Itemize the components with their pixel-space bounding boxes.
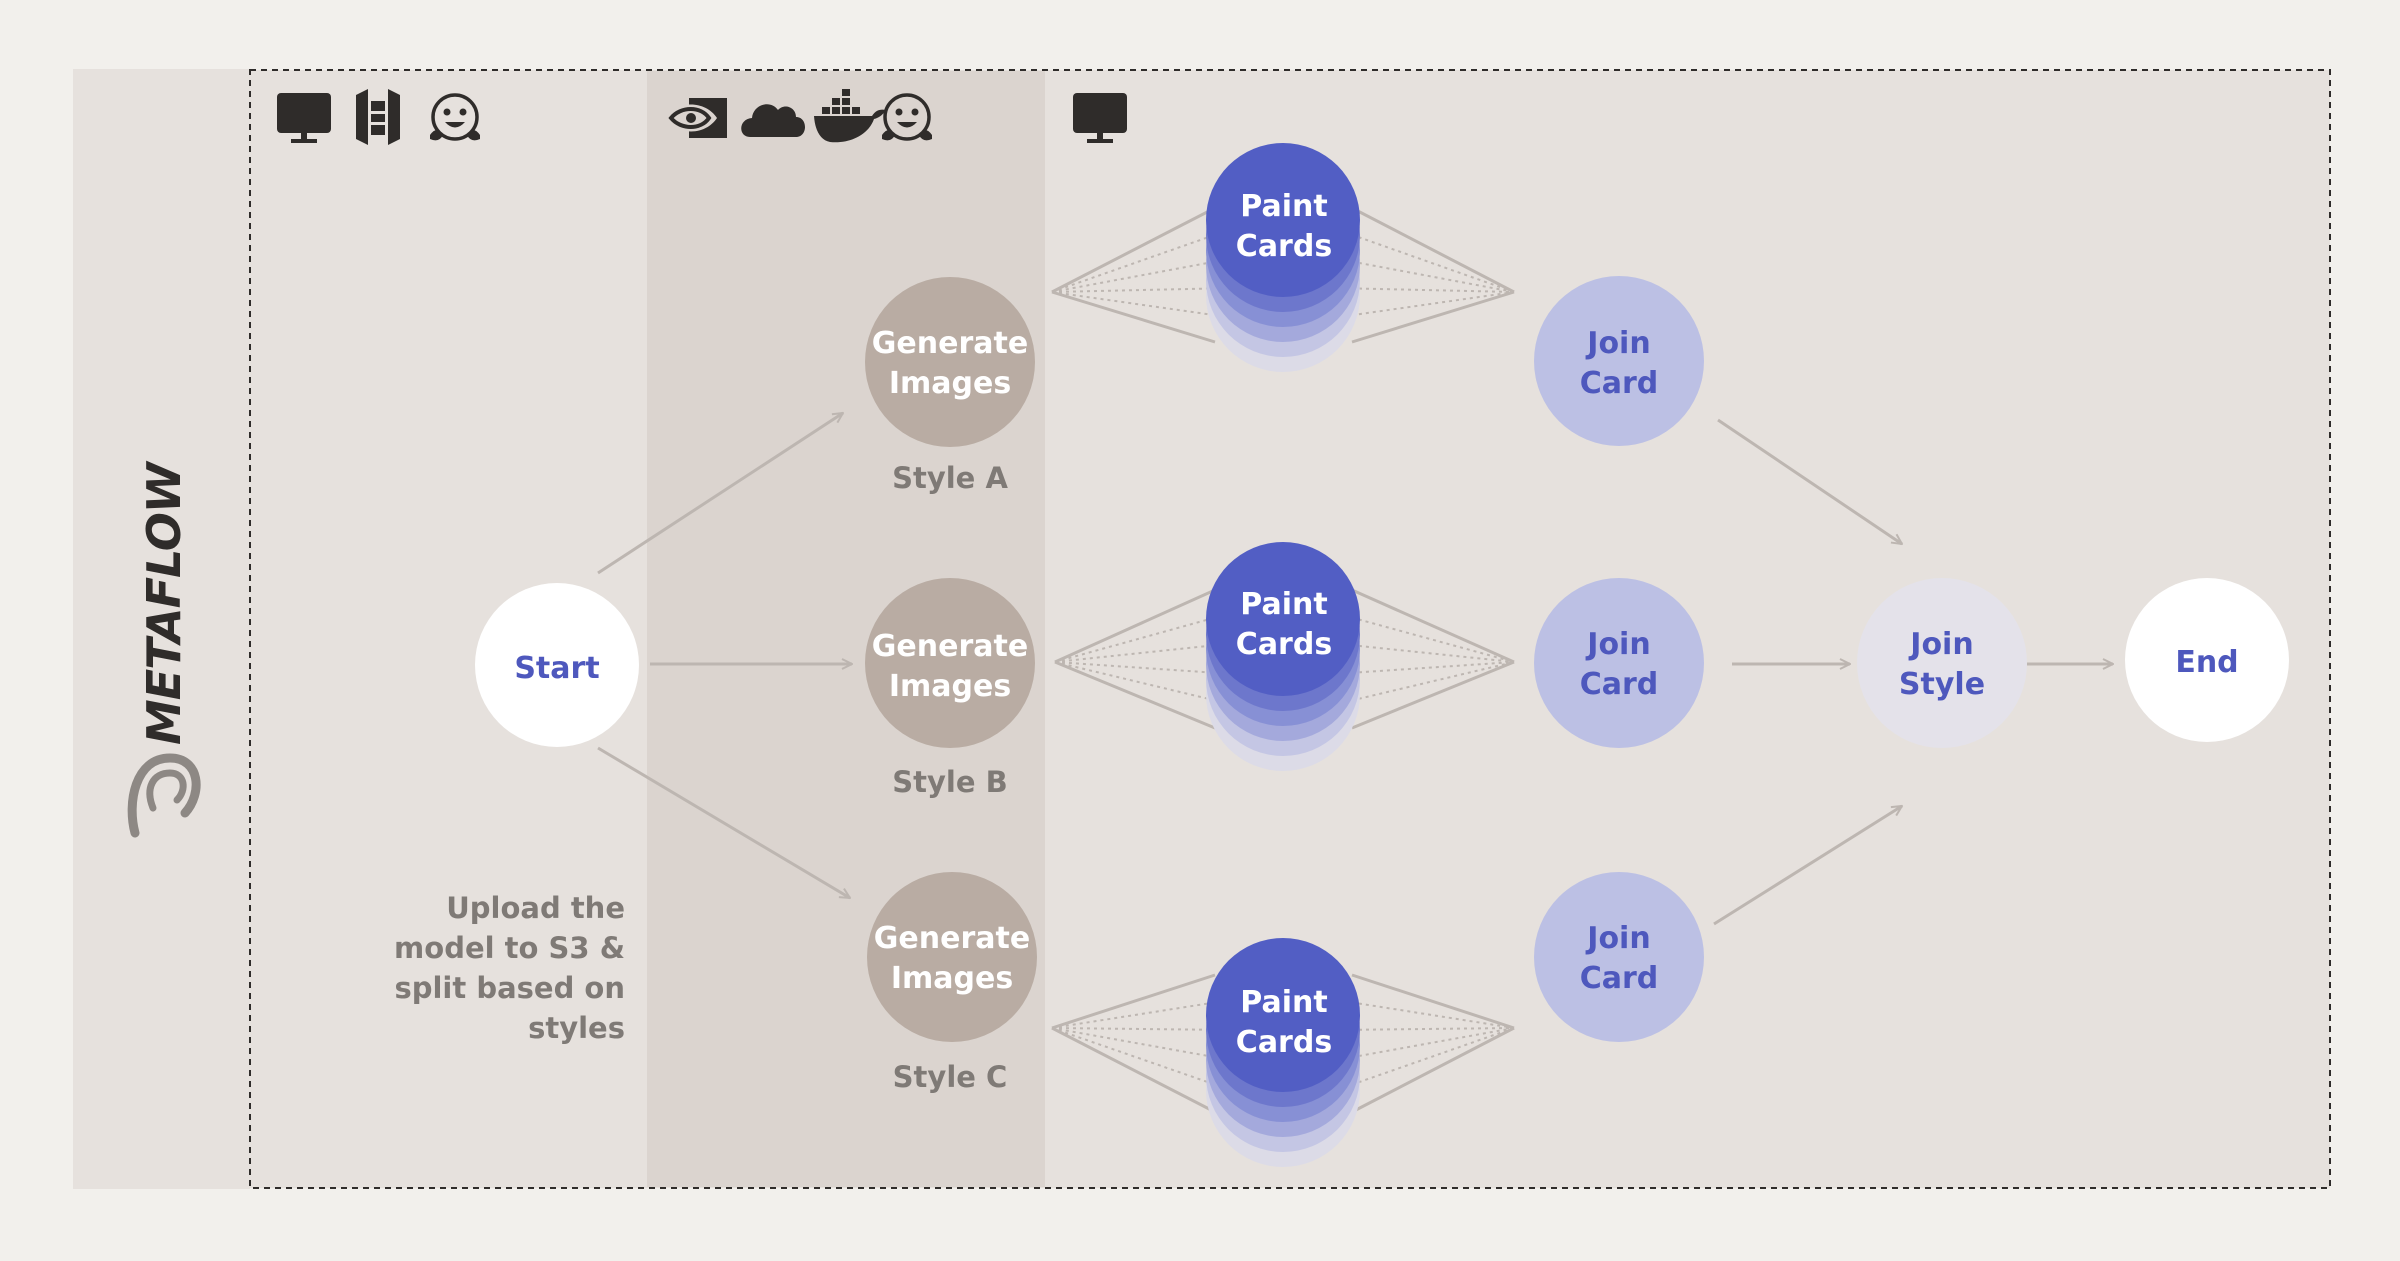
upload-annotation: Upload the model to S3 & split based on … xyxy=(394,891,625,1045)
cloud-icon xyxy=(741,104,805,137)
join-card-b-line1: Join xyxy=(1585,627,1650,662)
brand-sidebar xyxy=(73,69,250,1189)
fan-line-c xyxy=(1351,1027,1515,1031)
huggingface-icon xyxy=(430,93,480,141)
parallel-card-fans xyxy=(1051,206,1515,1114)
fan-line-c xyxy=(1051,1026,1216,1114)
paint-a-line1: Paint xyxy=(1240,189,1327,224)
metaflow-logo-mark xyxy=(127,753,201,838)
fan-line-c xyxy=(1051,1027,1216,1031)
generate-stage-icons xyxy=(665,89,932,143)
fan-line-a xyxy=(1351,287,1515,293)
huggingface-icon xyxy=(882,93,932,141)
join-card-c-line1: Join xyxy=(1585,921,1650,956)
fan-line-c xyxy=(1351,1026,1515,1114)
fan-line-c xyxy=(1351,973,1515,1030)
annotation-line-2: model to S3 & xyxy=(394,931,625,965)
join-card-node-a: Join Card xyxy=(1534,276,1704,446)
join-card-a-line2: Card xyxy=(1580,366,1659,401)
start-node: Start xyxy=(475,583,639,747)
generate-a-line2: Images xyxy=(889,366,1011,401)
join-style-line2: Style xyxy=(1899,667,1985,702)
generate-c-caption: Style C xyxy=(893,1060,1008,1094)
monitor-icon xyxy=(277,93,331,143)
annotation-line-3: split based on xyxy=(394,971,625,1005)
join-card-node-c: Join Card xyxy=(1534,872,1704,1042)
generate-node-b: Generate Images Style B xyxy=(865,578,1035,799)
paint-stack-a: Paint Cards xyxy=(1206,143,1360,372)
fan-line-b xyxy=(1054,660,1216,730)
fan-line-a xyxy=(1051,206,1216,294)
fan-line-b xyxy=(1351,661,1515,674)
metaflow-logo: METAFLOW xyxy=(127,460,201,838)
generate-b-caption: Style B xyxy=(892,765,1007,799)
fan-line-a xyxy=(1051,287,1216,293)
fan-line-b xyxy=(1351,660,1515,730)
paint-stack-c: Paint Cards xyxy=(1206,938,1360,1167)
fan-line-a xyxy=(1051,290,1216,344)
brand-name: METAFLOW xyxy=(137,460,191,745)
paint-stack-b: Paint Cards xyxy=(1206,542,1360,771)
join-style-line1: Join xyxy=(1908,627,1973,662)
fan-line-b xyxy=(1054,661,1216,674)
end-node: End xyxy=(2125,578,2289,742)
fan-line-c xyxy=(1051,1027,1216,1086)
fan-line-a xyxy=(1051,233,1216,293)
end-label: End xyxy=(2175,645,2238,680)
start-stage-icons xyxy=(277,89,480,145)
paint-c-line1: Paint xyxy=(1240,985,1327,1020)
join-card-node-b: Join Card xyxy=(1534,578,1704,748)
generate-a-line1: Generate xyxy=(872,326,1028,361)
paint-b-line1: Paint xyxy=(1240,587,1327,622)
edge-start-generate-c xyxy=(597,746,850,900)
join-style-node: Join Style xyxy=(1857,578,2027,748)
fan-line-c xyxy=(1351,1027,1515,1086)
fan-line-a xyxy=(1351,290,1515,344)
join-card-a-line1: Join xyxy=(1585,326,1650,361)
generate-c-line2: Images xyxy=(891,961,1013,996)
aws-s3-icon xyxy=(356,89,400,145)
fan-line-b xyxy=(1054,588,1216,664)
generate-b-line2: Images xyxy=(889,669,1011,704)
fan-line-b xyxy=(1054,644,1216,663)
generate-a-caption: Style A xyxy=(892,461,1008,495)
fan-line-a xyxy=(1351,206,1515,294)
start-label: Start xyxy=(514,651,599,686)
edge-joincard-a-joinstyle xyxy=(1717,418,1902,544)
edge-joincard-c-joinstyle xyxy=(1713,804,1902,926)
monitor-icon xyxy=(1073,93,1127,143)
fan-line-b xyxy=(1351,644,1515,663)
edge-start-generate-a xyxy=(597,411,843,575)
edges xyxy=(597,411,2113,926)
generate-node-c: Generate Images Style C xyxy=(867,872,1037,1094)
paint-stage-icons xyxy=(1073,93,1127,143)
join-card-c-line2: Card xyxy=(1580,961,1659,996)
fan-line-c xyxy=(1051,973,1216,1030)
join-card-b-line2: Card xyxy=(1580,667,1659,702)
generate-b-line1: Generate xyxy=(872,629,1028,664)
paint-a-line2: Cards xyxy=(1236,229,1332,264)
fan-line-a xyxy=(1351,233,1515,293)
generate-node-a: Generate Images Style A xyxy=(865,277,1035,495)
docker-icon xyxy=(814,89,886,143)
nvidia-icon xyxy=(665,98,727,138)
fan-line-b xyxy=(1351,588,1515,664)
paint-c-line2: Cards xyxy=(1236,1025,1332,1060)
generate-c-line1: Generate xyxy=(874,921,1030,956)
annotation-line-4: styles xyxy=(528,1011,625,1045)
paint-b-line2: Cards xyxy=(1236,627,1332,662)
annotation-line-1: Upload the xyxy=(446,891,625,925)
